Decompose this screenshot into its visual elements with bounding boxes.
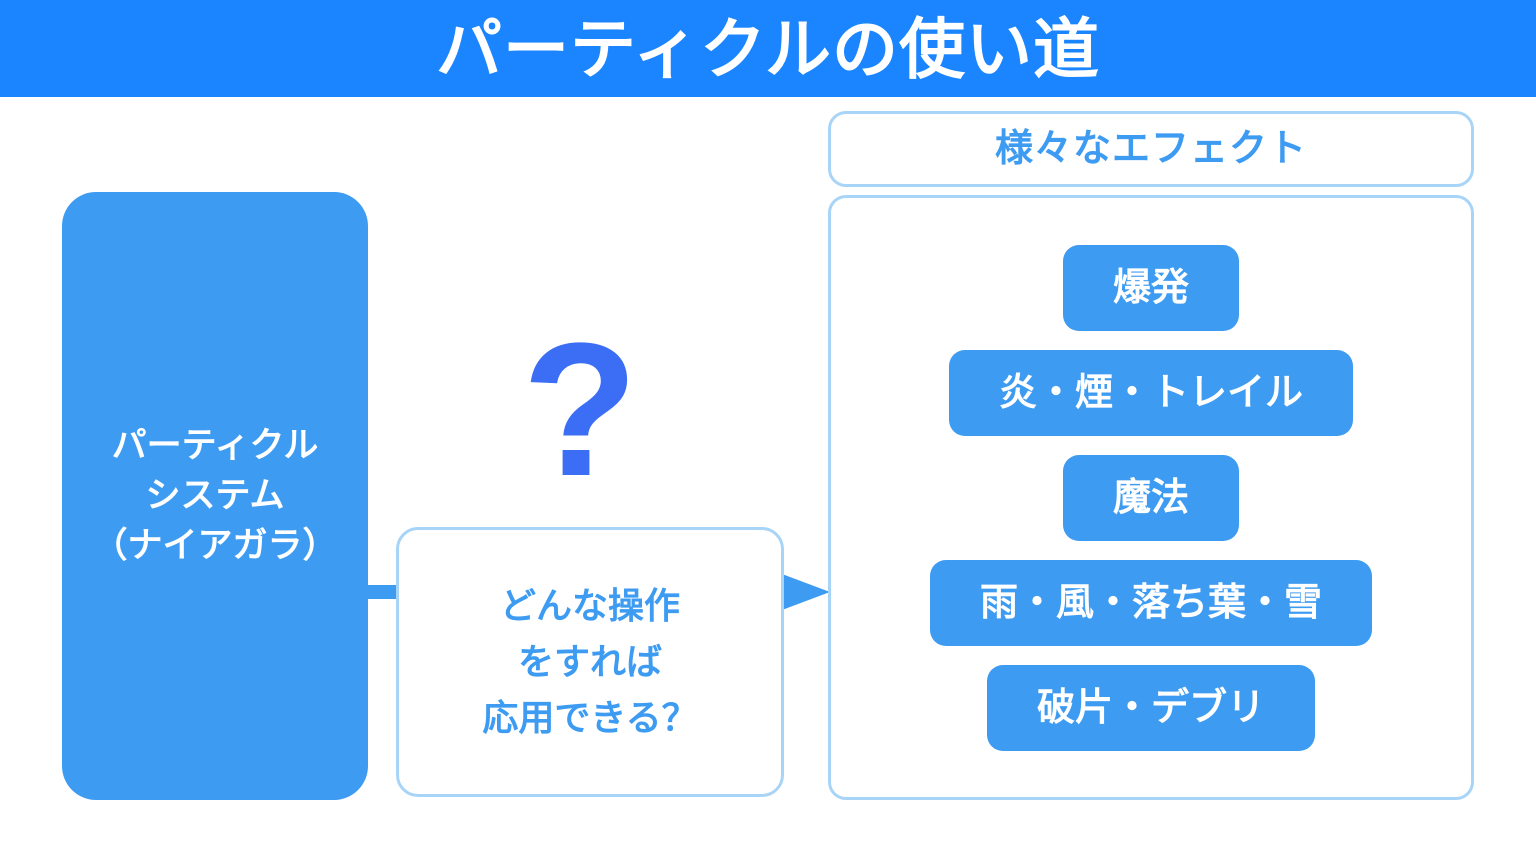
effect-pill[interactable]: 爆発 — [1062, 244, 1239, 331]
page-title: パーティクルの使い道 — [435, 11, 1101, 86]
title-bar: パーティクルの使い道 — [0, 0, 1536, 97]
effect-pill[interactable]: 炎・煙・トレイル — [948, 349, 1353, 436]
diagram-canvas: パーティクル システム （ナイアガラ） ? どんな操作 をすれば 応用できる？ … — [0, 97, 1536, 864]
effects-header-box: 様々なエフェクト — [828, 111, 1474, 187]
source-node-particle-system[interactable]: パーティクル システム （ナイアガラ） — [62, 192, 368, 800]
effect-pill[interactable]: 破片・デブリ — [986, 664, 1315, 751]
effects-panel: 爆発 炎・煙・トレイル 魔法 雨・風・落ち葉・雪 破片・デブリ — [828, 195, 1474, 800]
question-mark-icon: ? — [521, 304, 639, 516]
question-callout-label: どんな操作 をすれば 応用できる？ — [482, 585, 698, 738]
source-node-label: パーティクル システム （ナイアガラ） — [92, 426, 338, 565]
effect-pill[interactable]: 雨・風・落ち葉・雪 — [929, 559, 1372, 646]
effect-pill[interactable]: 魔法 — [1062, 454, 1239, 541]
question-callout-box[interactable]: どんな操作 をすれば 応用できる？ — [396, 527, 784, 797]
effects-header-label: 様々なエフェクト — [994, 128, 1307, 170]
